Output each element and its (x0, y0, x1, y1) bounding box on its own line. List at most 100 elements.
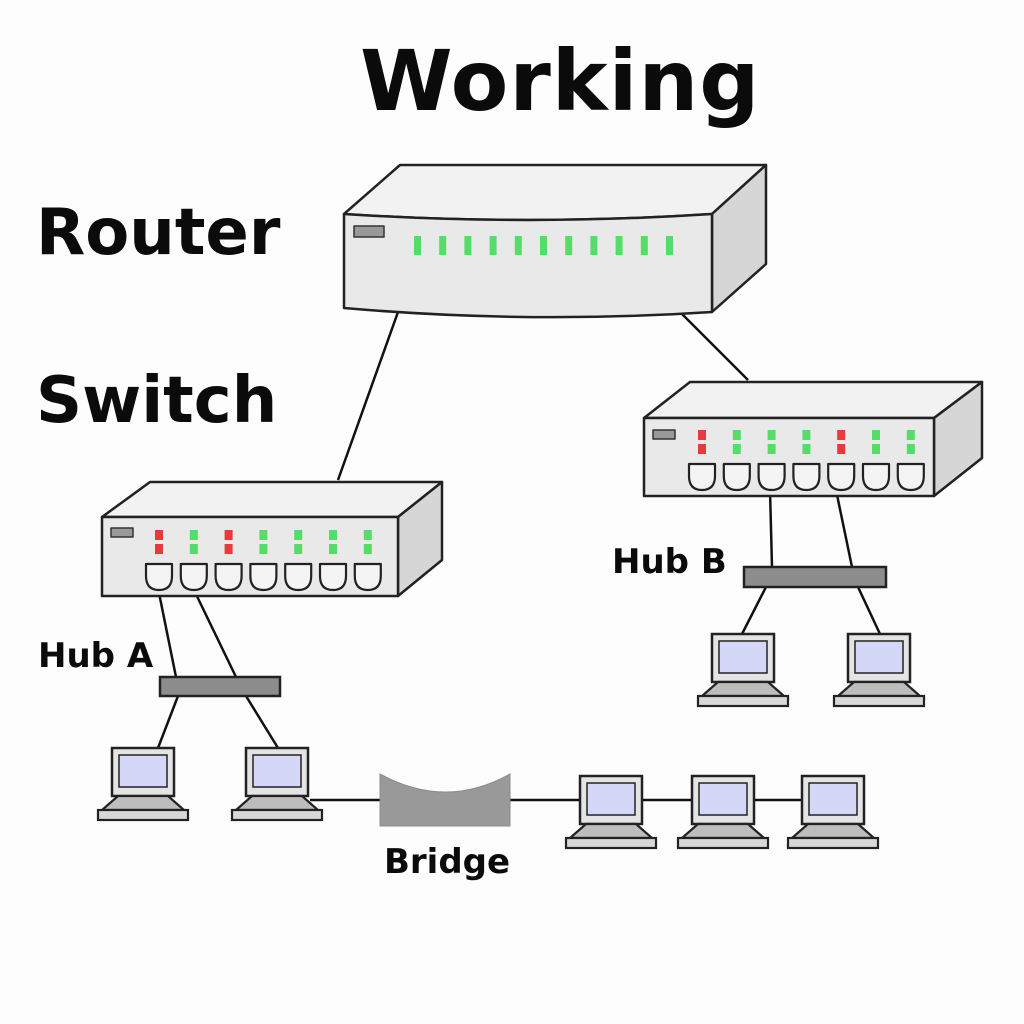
computer-base (786, 836, 880, 850)
switch-left-device (100, 480, 444, 598)
switch-port (284, 562, 313, 592)
diagram-title: Working (360, 32, 761, 130)
switch-led (698, 444, 706, 454)
switch-port (827, 462, 856, 492)
router-device (342, 163, 768, 319)
cable-switch-right-hub-b-2 (834, 489, 854, 568)
switch-label: Switch (36, 364, 278, 438)
computer (564, 774, 658, 850)
router-led (640, 236, 648, 255)
switch-led (698, 430, 706, 440)
hub-a-label: Hub A (38, 636, 154, 676)
bridge-label: Bridge (384, 842, 511, 882)
switch-port (861, 462, 891, 492)
router-top-face (342, 163, 768, 222)
switch-port (757, 462, 786, 492)
computer-screen (252, 754, 302, 788)
switch-led (732, 444, 741, 454)
router-led (666, 236, 673, 255)
computer-screen (808, 782, 858, 816)
switch-led (294, 530, 303, 540)
router-led (590, 236, 598, 255)
computer-keyboard (567, 822, 655, 840)
switch-led (259, 530, 268, 540)
cable-hub-a-computer-1 (156, 695, 180, 749)
switch-led (872, 430, 880, 440)
computer-screen (118, 754, 168, 788)
computer-screen (586, 782, 636, 816)
computer-base (676, 836, 770, 850)
cables (156, 311, 882, 802)
switch-led (329, 544, 337, 554)
switch-port (179, 562, 208, 592)
switch-port (318, 562, 348, 592)
computer-keyboard (835, 680, 923, 698)
switch-led (363, 544, 372, 554)
computer-keyboard (99, 794, 187, 812)
router-led (615, 236, 623, 255)
switch-led (802, 444, 811, 454)
switch-led (259, 544, 268, 554)
switch-led (767, 444, 776, 454)
computer (786, 774, 880, 850)
switch-left-status-panel (110, 527, 134, 538)
cable-hub-a-computer-2 (244, 695, 280, 749)
switch-port (249, 562, 278, 592)
switch-led (363, 530, 372, 540)
switch-led (224, 530, 233, 540)
computer-screen (718, 640, 768, 674)
switch-led (837, 430, 846, 440)
computer-base (564, 836, 658, 850)
computers (96, 632, 926, 850)
computer-screen (854, 640, 904, 674)
switch-port (896, 462, 925, 492)
router-led (439, 236, 447, 255)
cable-router-switch-left (336, 311, 400, 481)
computer-base (230, 808, 324, 822)
switch-led (155, 530, 163, 540)
switch-port (687, 462, 717, 492)
switch-right-ports (687, 462, 925, 492)
cable-hub-b-computer-1 (740, 586, 768, 635)
router-led (414, 236, 421, 255)
computer (96, 746, 190, 822)
switch-led (906, 444, 915, 454)
switch-led (906, 430, 915, 440)
router-label: Router (36, 196, 281, 270)
switch-led (189, 544, 198, 554)
computer-base (96, 808, 190, 822)
computer-keyboard (679, 822, 767, 840)
switch-right-status-panel (652, 429, 676, 440)
switch-led (732, 430, 741, 440)
hub-b-bar (742, 565, 888, 589)
router-led (540, 236, 547, 255)
computer-base (696, 694, 790, 708)
switch-led (224, 544, 233, 554)
cable-router-switch-right (679, 311, 749, 381)
computer-keyboard (233, 794, 321, 812)
bridge-device (379, 773, 511, 827)
router-leds (414, 236, 673, 255)
computer-keyboard (789, 822, 877, 840)
hub-a-bar (158, 675, 282, 698)
computer (676, 774, 770, 850)
switch-led (837, 444, 846, 454)
switch-port (353, 562, 382, 592)
router-front-face (342, 212, 714, 319)
computer-screen (698, 782, 748, 816)
switch-right-leds (698, 430, 915, 454)
switch-right-front-face (642, 416, 936, 498)
cable-switch-left-hub-a-2 (191, 587, 238, 678)
cable-hub-b-computer-2 (856, 586, 882, 635)
router-status-panel (353, 225, 385, 238)
router-led (489, 236, 497, 255)
switch-left-leds (155, 530, 372, 554)
switch-led (767, 430, 776, 440)
switch-port (722, 462, 751, 492)
switch-left-ports (144, 562, 382, 592)
switch-led (155, 544, 163, 554)
computer-base (832, 694, 926, 708)
router-led (514, 236, 522, 255)
computer-keyboard (699, 680, 787, 698)
